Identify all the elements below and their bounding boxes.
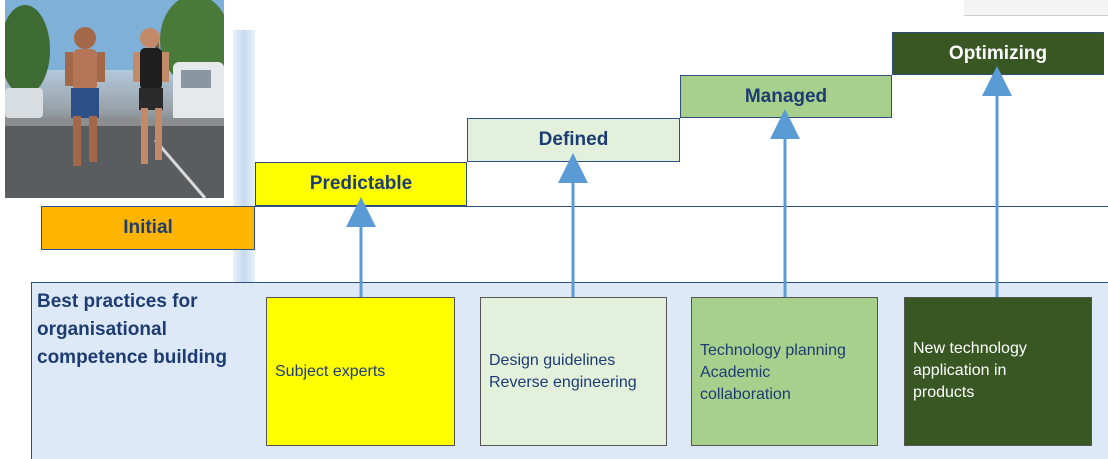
step-predictable: Predictable: [255, 162, 467, 206]
panel-label-line: Best practices for: [37, 291, 198, 312]
practice-box-new-technology: New technology application in products: [904, 297, 1092, 446]
step-defined: Defined: [467, 118, 680, 162]
practice-line: collaboration: [700, 386, 791, 403]
practice-line: Academic: [700, 364, 771, 381]
practice-line: Subject experts: [275, 362, 386, 380]
practice-box-subject-experts: Subject experts: [266, 297, 455, 446]
baseline-upper: [255, 206, 1108, 207]
practice-line: Technology planning: [700, 342, 846, 359]
practice-line: application in: [913, 362, 1007, 379]
panel-label-line: competence building: [37, 347, 228, 368]
step-initial: Initial: [41, 206, 255, 250]
practice-line: Reverse engineering: [489, 373, 637, 391]
runners-photo: [5, 0, 224, 198]
practice-line: products: [913, 384, 975, 401]
practice-line: New technology: [913, 340, 1027, 357]
practices-panel-label: Best practices for organisational compet…: [37, 288, 262, 372]
logo: [964, 0, 1108, 16]
step-managed: Managed: [680, 75, 892, 118]
practice-box-design: Design guidelines Reverse engineering: [480, 297, 667, 446]
panel-label-line: organisational: [37, 319, 167, 340]
practice-line: Design guidelines: [489, 351, 616, 369]
practice-box-technology: Technology planning Academic collaborati…: [691, 297, 878, 446]
step-optimizing: Optimizing: [892, 32, 1104, 75]
